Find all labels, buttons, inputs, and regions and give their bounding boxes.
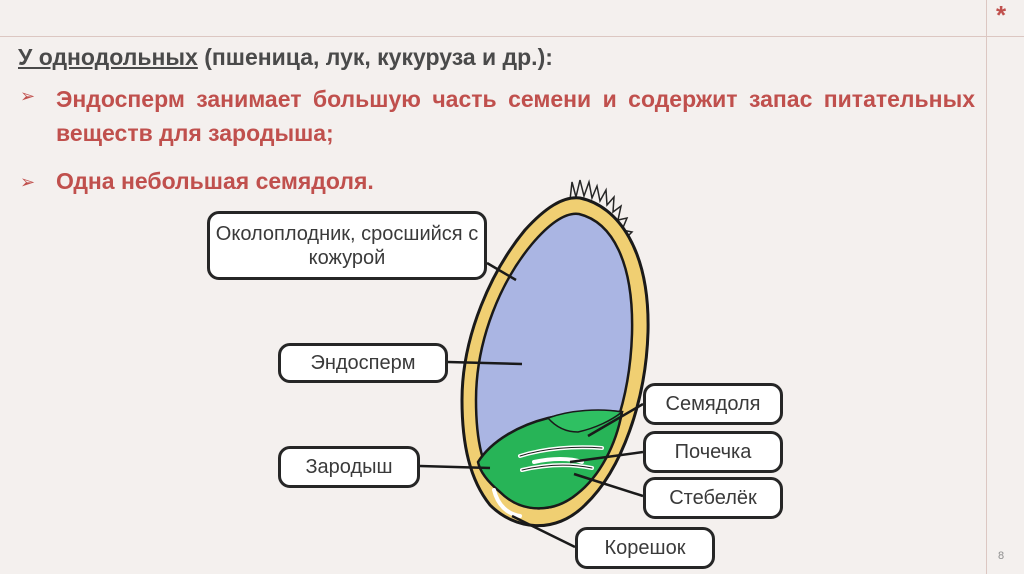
top-divider: [0, 36, 1024, 37]
bullet-arrow-icon: ➢: [20, 172, 36, 192]
leader-lines: [419, 261, 644, 549]
right-divider: [986, 0, 987, 574]
label-endosperm: Эндосперм: [278, 343, 448, 383]
heading-examples: (пшеница, лук, кукуруза и др.):: [197, 44, 553, 70]
label-stem: Стебелёк: [643, 477, 783, 519]
label-bud: Почечка: [643, 431, 783, 473]
label-cotyledon: Семядоля: [643, 383, 783, 425]
bullet-arrow-icon: ➢: [20, 86, 36, 106]
slide-heading: У однодольных (пшеница, лук, кукуруза и …: [18, 44, 553, 71]
label-pericarp: Околоплодник, сросшийся с кожурой: [207, 211, 487, 280]
corner-mark: *: [996, 0, 1007, 30]
root-shape: [492, 488, 522, 518]
label-embryo: Зародыш: [278, 446, 420, 488]
label-root: Корешок: [575, 527, 715, 569]
heading-term: У однодольных: [18, 44, 198, 70]
page-number: 8: [998, 550, 1005, 562]
husk-bristles: [569, 179, 634, 241]
cotyledon-shape: [546, 409, 624, 433]
bullet-text: Эндосперм занимает большую часть семени …: [56, 86, 975, 146]
bullet-text: Одна небольшая семядоля.: [56, 168, 374, 194]
bud-outline: [519, 446, 603, 471]
